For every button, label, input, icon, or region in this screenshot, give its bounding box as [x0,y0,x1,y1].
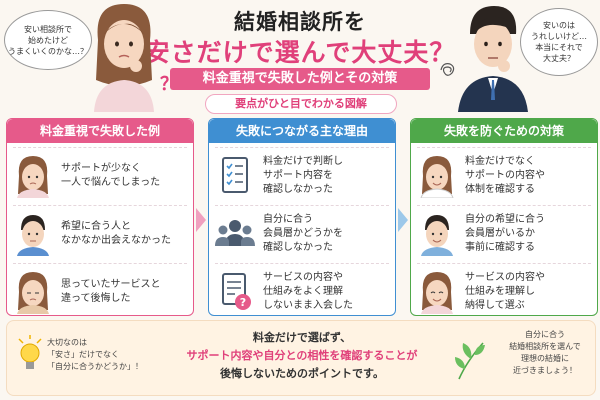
ribbon-banner: 料金重視で失敗した例とその対策 [170,68,430,90]
reasons-column: 失敗につながる主な理由 料金だけで判断しサポート内容を確認しなかった 自分に合う… [208,118,396,316]
worried-man-icon [13,212,53,256]
list-item: 希望に合う人となかなか出会えなかった [13,205,187,262]
page-title-line1: 結婚相談所を [234,10,366,34]
row-line: 会員層がいるか [465,228,535,239]
row-line: 仕組みを理解し [465,286,535,297]
right-bubble-line: 大丈夫？ [543,54,575,63]
row-line: 確認しなかった [263,242,333,253]
row-line: しないまま入会した [263,300,353,311]
row-line: なかなか出会えなかった [61,235,171,246]
summary-box: 大切なのは 「安さ」だけでなく 「自分に合うかどうか」！ 料金だけで選ばず、 サ… [6,320,596,396]
row-line: サービスの内容や [465,272,545,283]
row-line: サポートが少なく [61,163,141,174]
list-item: 自分の希望に合う会員層がいるか事前に確認する [417,205,591,262]
lightbulb-icon [17,335,43,379]
smiling-woman-icon [417,270,457,314]
countermeasures-column: 失敗を防ぐための対策 料金だけでなくサポートの内容や体制を確認する 自分の希望に… [410,118,598,316]
note-line: 「自分に合うかどうか」！ [47,362,143,371]
right-bubble-line: 安いのは [543,21,575,30]
right-bubble-line: 本当にそれで [535,43,583,52]
main-message-line1: 料金だけで選ばず、 [252,331,352,344]
column-header: 失敗を防ぐための対策 [411,119,597,143]
list-item: 自分に合う会員層かどうかを確認しなかった [215,205,389,262]
note-line: 自分に合う [525,330,565,339]
people-icon [215,212,255,256]
row-line: 料金だけでなく [465,156,535,167]
row-line: 自分に合う [263,214,313,225]
svg-text:?: ? [240,296,246,309]
left-bubble-line: うまくいくのかな…？ [8,46,88,56]
row-line: 納得して選ぶ [465,300,525,311]
main-message-line2: サポート内容や自分との相性を確認することが [186,349,418,362]
row-line: 体制を確認する [465,184,535,195]
thinking-man-illustration [452,0,532,112]
pointing-woman-icon [417,154,457,199]
row-line: 希望に合う人と [61,221,131,232]
column-header: 料金重視で失敗した例 [7,119,193,143]
row-line: サポートの内容や [465,170,545,181]
arrow-right-icon [196,208,206,232]
row-line: 仕組みをよく理解 [263,286,343,297]
left-bubble-line: 始めたけど [28,35,68,45]
main-message-line3: 後悔しないためのポイントです。 [220,367,384,380]
leaf-icon [453,337,489,385]
left-note: 大切なのは 「安さ」だけでなく 「自分に合うかどうか」！ [47,337,157,373]
row-line: 確認しなかった [263,184,333,195]
list-item: 料金だけでなくサポートの内容や体制を確認する [417,147,591,204]
note-line: 結婚相談所を選んで [509,342,581,351]
regretful-woman-icon [13,270,53,314]
row-line: サポート内容を [263,170,333,181]
question-mark-icon: ？ [160,74,178,95]
document-question-icon: ? [215,270,255,314]
row-line: 思っていたサービスと [61,279,161,290]
subtitle-pill: 要点がひと目でわかる図解 [205,94,397,114]
pointing-man-icon [417,212,457,256]
note-line: 「安さ」だけでなく [47,350,119,359]
row-line: サービスの内容や [263,272,343,283]
note-line: 理想の結婚に [521,354,569,363]
row-line: 自分の希望に合う [465,214,545,225]
right-note: 自分に合う 結婚相談所を選んで 理想の結婚に 近づきましょう！ [497,329,593,377]
worried-woman-icon [13,154,53,198]
arrow-right-icon [398,208,408,232]
page-title-line2: 安さだけで選んで大丈夫？ [144,38,456,67]
column-header: 失敗につながる主な理由 [209,119,395,143]
row-line: 一人で悩んでしまった [61,177,161,188]
row-line: 事前に確認する [465,242,535,253]
note-line: 近づきましょう！ [513,366,577,375]
checklist-icon [215,154,255,198]
note-line: 大切なのは [47,338,87,347]
list-item: サービスの内容や仕組みを理解し納得して選ぶ [417,263,591,320]
left-thought-bubble: 安い相談所で 始めたけど うまくいくのかな…？ [4,10,92,70]
right-thought-bubble: 安いのは うれしいけど… 本当にそれで 大丈夫？ [520,8,598,76]
worried-woman-illustration [84,0,164,112]
list-item: サポートが少なく一人で悩んでしまった [13,147,187,204]
row-line: 会員層かどうかを [263,228,343,239]
list-item: ? サービスの内容や仕組みをよく理解しないまま入会した [215,263,389,320]
list-item: 料金だけで判断しサポート内容を確認しなかった [215,147,389,204]
failure-examples-column: 料金重視で失敗した例 サポートが少なく一人で悩んでしまった 希望に合う人となかな… [6,118,194,316]
left-bubble-line: 安い相談所で [24,24,72,34]
row-line: 料金だけで判断し [263,156,343,167]
row-line: 違って後悔した [61,293,131,304]
main-message: 料金だけで選ばず、 サポート内容や自分との相性を確認することが 後悔しないための… [157,329,447,381]
right-bubble-line: うれしいけど… [531,32,587,41]
list-item: 思っていたサービスと違って後悔した [13,263,187,320]
scribble-icon [438,60,458,84]
